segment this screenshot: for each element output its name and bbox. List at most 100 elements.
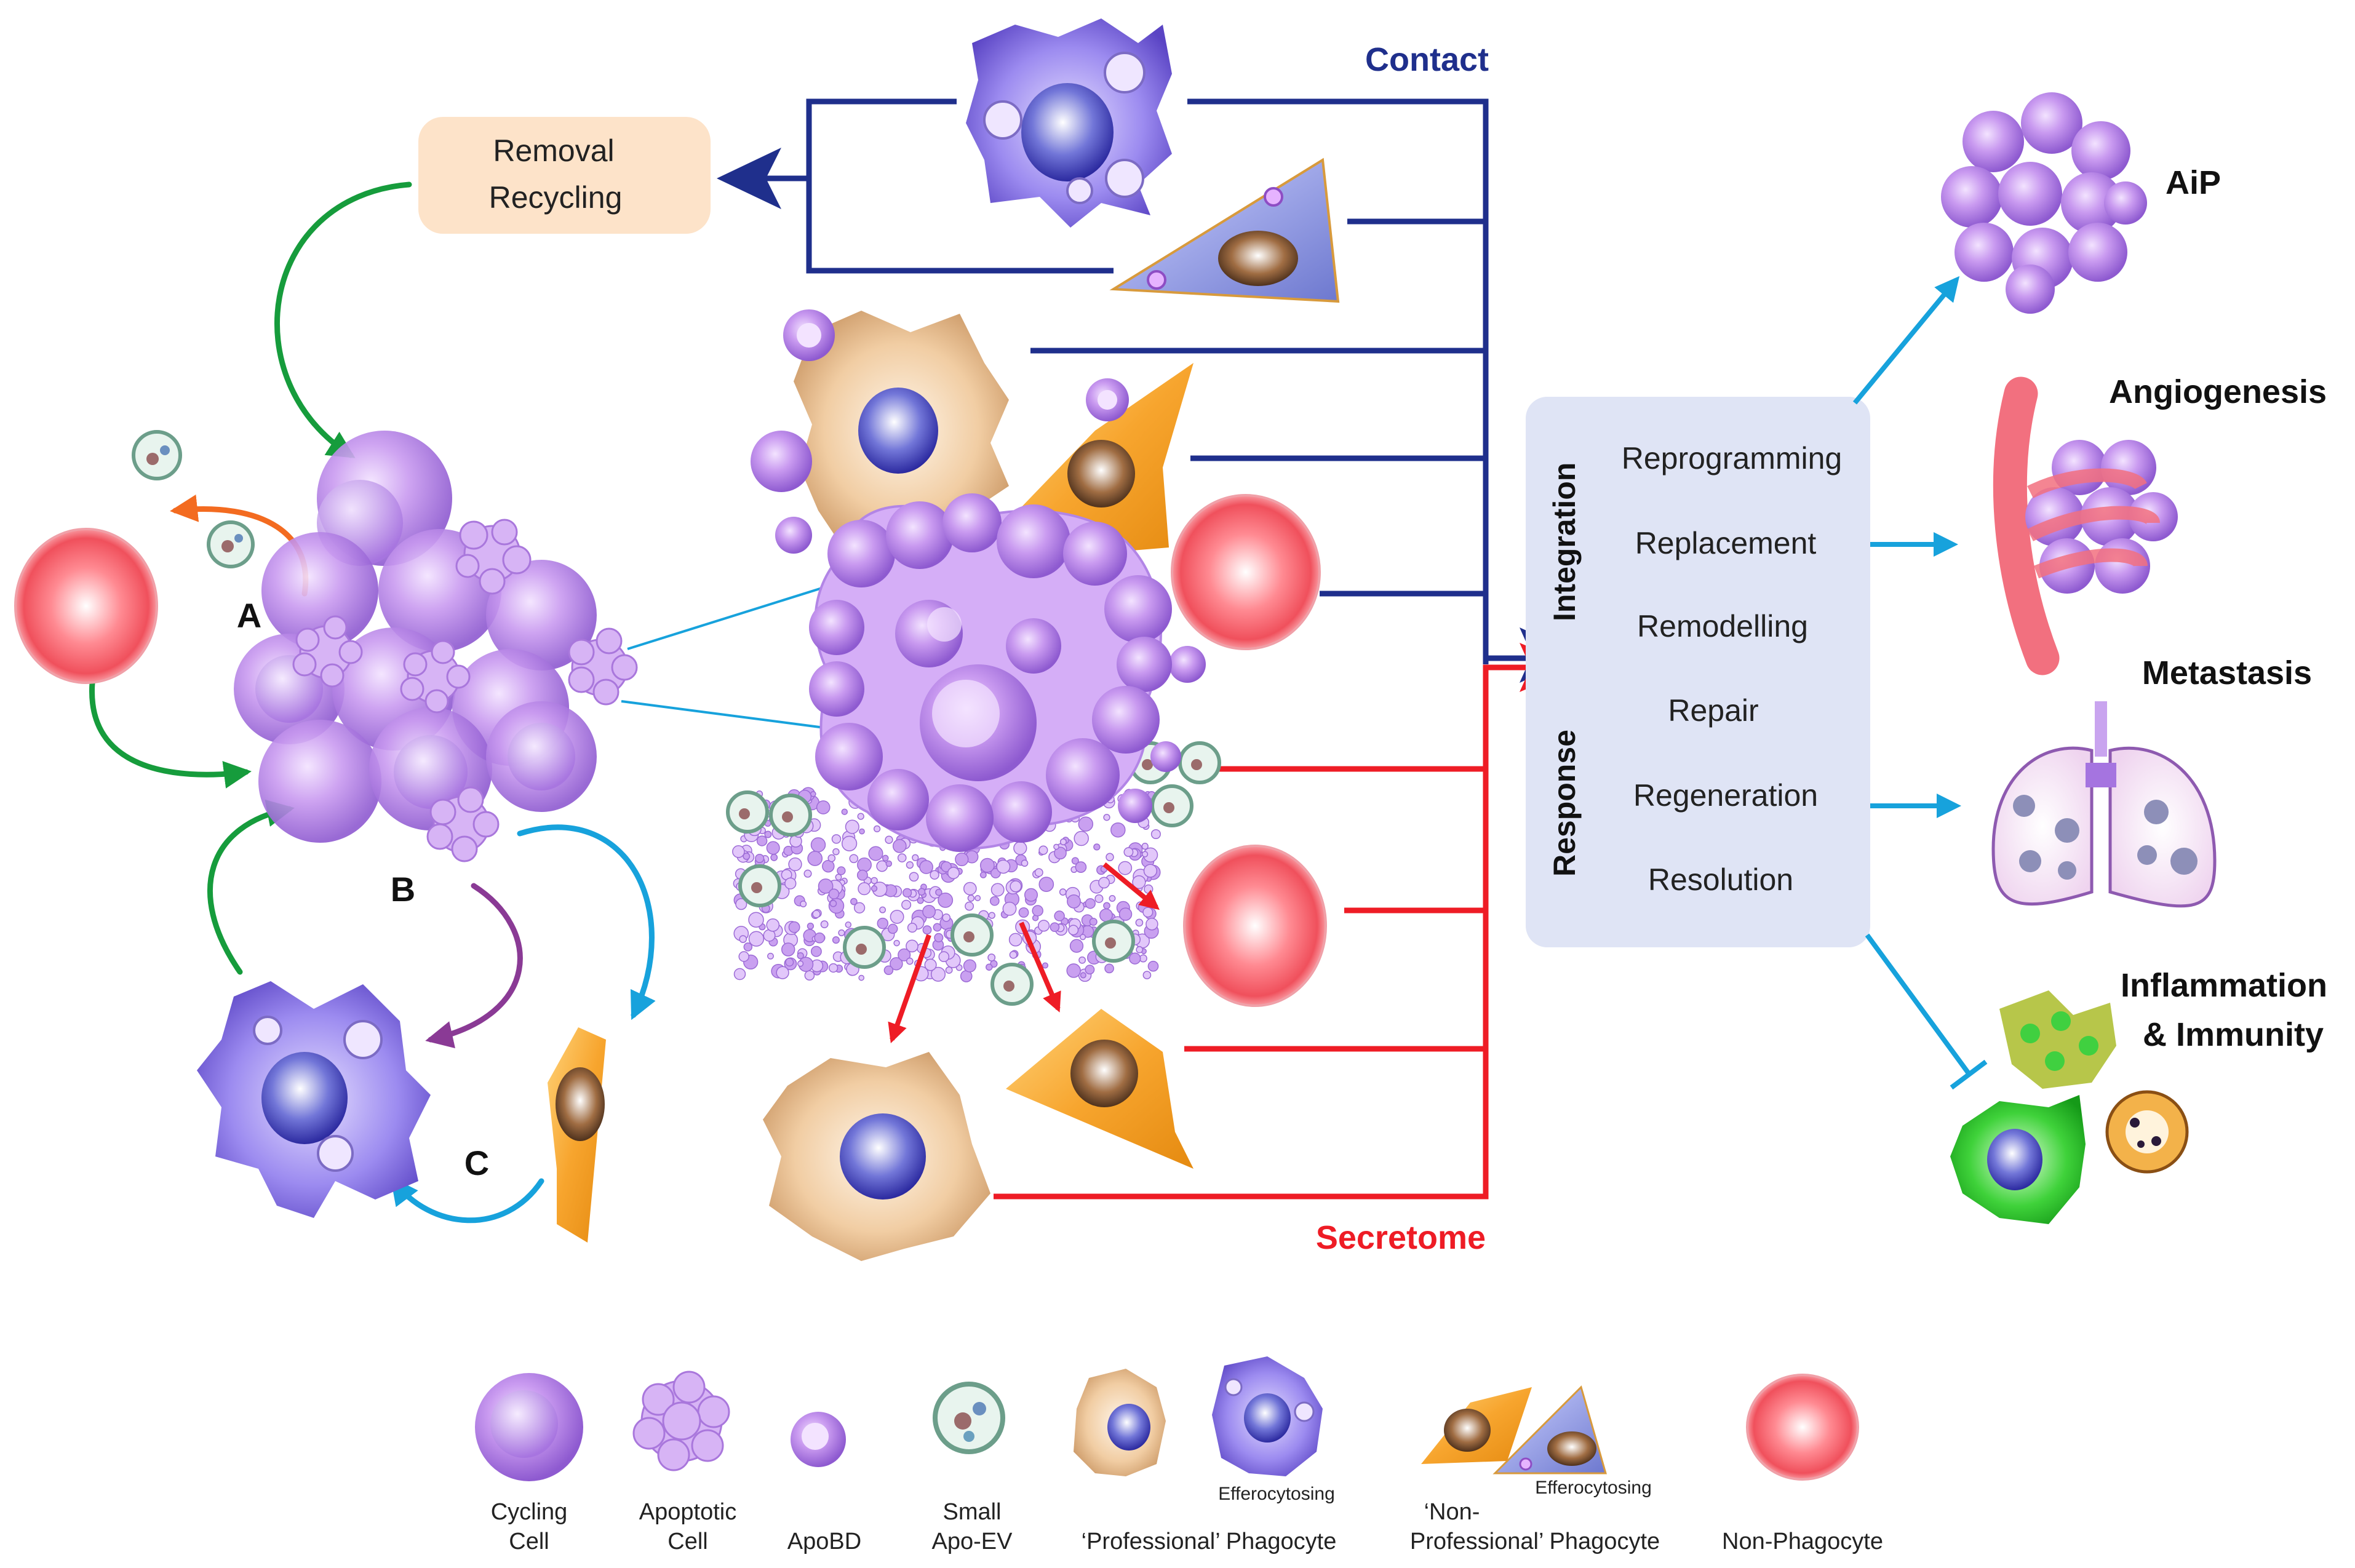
vesicle [965,901,974,911]
vesicle [829,899,837,907]
vesicle [1078,816,1094,832]
vesicle [1010,880,1022,893]
vesicle [1129,952,1141,965]
non-professional-phagocyte-left [548,1027,606,1243]
vesicle [1103,902,1110,910]
apo-ev-cargo [1163,802,1174,813]
vesicle [837,866,846,875]
vesicle [1099,908,1113,922]
vesicle [987,953,996,962]
vesicle [877,917,889,929]
legend-apoptotic-label-1: Apoptotic [639,1499,736,1525]
vesicle [1141,851,1149,858]
vesicle [807,922,815,930]
vesicle [979,871,987,878]
non-phagocyte-left [14,528,158,684]
vesicle [890,957,903,971]
legend-small-apoev-icon [933,1382,1005,1454]
vesicle [1021,859,1029,867]
left-cycle-arrows [89,181,656,1224]
vesicle [1037,920,1050,932]
legend-professional-label: ‘Professional’ Phagocyte [1082,1529,1337,1554]
vesicle [1018,907,1029,918]
vesicle [898,948,911,961]
zoom-lines [621,583,834,730]
integration-label: Integration [1547,463,1582,621]
vesicle [924,958,937,971]
vesicle [955,852,969,867]
vesicle [945,966,953,974]
vesicle [858,974,865,981]
vesicle [990,883,1005,897]
inflammation-label-1: Inflammation [2121,967,2327,1004]
vesicle [1071,857,1079,865]
vesicle [1075,861,1087,873]
apo-ev-cargo [782,811,793,822]
legend-efferocytosing-prof: Efferocytosing [1218,1484,1335,1504]
vesicle [882,854,889,862]
vesicle [885,835,893,844]
vesicle [1118,907,1133,921]
vesicle [934,933,944,942]
vesicle [810,790,816,797]
vesicle [1150,829,1161,840]
tan-macrophage-center [794,311,1009,547]
vesicle [873,825,881,833]
removal-label-1: Removal [493,133,614,168]
vesicle [1141,843,1149,850]
vesicle [1042,962,1049,969]
legend-efferocytosing-nonprof: Efferocytosing [1535,1478,1652,1498]
apo-ev-cargo [1003,981,1014,992]
vesicle [748,912,764,928]
orange-phagocyte-center [1015,363,1193,554]
vesicle [858,882,871,896]
vesicle [812,910,821,918]
vesicle [938,951,950,963]
vesicle [785,958,794,967]
vesicle [732,845,745,858]
vesicle [850,897,858,905]
vesicle [1009,950,1018,959]
apo-ev-cargo [1105,937,1116,949]
contact-lines [806,98,1538,664]
tan-macrophage-bottom [763,1052,990,1261]
removal-arrowhead [717,148,781,209]
vesicle [902,888,912,898]
vesicle [1104,963,1114,974]
text-layer: Contact Secretome Removal Recycling Inte… [237,41,2327,1554]
vesicle [845,819,859,834]
legend-apoptotic-label-2: Cell [667,1529,707,1554]
secretome-heading: Secretome [1316,1219,1486,1256]
vesicle [938,892,954,908]
metastasis-label: Metastasis [2142,655,2312,691]
vesicle [1144,884,1154,894]
large-apoptotic-cell [726,493,1221,1006]
small-apo-ev-a [132,430,255,568]
vesicle [828,888,840,899]
vesicle [1123,847,1134,858]
vesicle [933,923,942,932]
vesicle [832,936,840,944]
vesicle [743,853,751,860]
vesicle [1094,894,1104,903]
vesicle [766,918,780,932]
vesicle [893,939,900,947]
vesicle [788,921,800,933]
vesicle [996,859,1011,874]
apoptotic-cluster [234,431,638,862]
non-phagocyte-center-bottom [1183,845,1327,1007]
vesicle [776,966,789,979]
response-item-regeneration: Regeneration [1633,778,1818,813]
angiogenesis-vessel [1993,376,2178,675]
vesicle [841,808,848,815]
vesicle [974,895,981,901]
vesicle [1008,933,1022,947]
vesicle [1142,907,1154,918]
efferocytosing-macrophage-top [966,18,1172,228]
apo-ev-cargo [963,931,974,942]
vesicle [788,857,802,872]
vesicle [1146,917,1158,931]
aip-label: AiP [2166,164,2221,201]
vesicle [803,869,812,878]
orange-phagocyte-bottom [1006,1009,1193,1169]
